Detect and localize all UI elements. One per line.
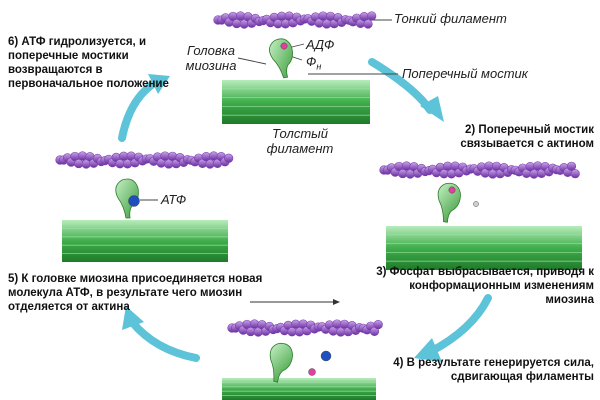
step-3-text: 3) Фосфат выбрасывается, приводя к конфо… [376,266,594,306]
myosin-head-label: Головка миозина [185,43,237,73]
step-5-text: 5) К головке миозина присоединяется нова… [8,273,263,313]
scene-2-thin-filament [379,161,580,179]
scene-3-thick-filament [62,220,228,262]
arrow-1-to-2-head [420,96,444,122]
scene-4-thick-filament [222,378,376,400]
arrow-3-to-4-head [414,338,442,362]
scene-1-thick-filament [222,80,370,124]
arrow-4-to-5-head [122,306,144,330]
scene-2-adp-dot [448,186,456,194]
atp-label: АТФ [161,192,187,207]
arrow-3-to-4 [426,294,492,356]
scene-4-myosin-head [269,342,294,383]
step-6-text: 6) АТФ гидролизуется, и поперечные мости… [8,36,169,90]
scene-4-thin-filament [227,319,383,337]
arrow-4-to-5 [128,318,200,362]
cross-bridge-label: Поперечный мостик [402,66,528,81]
phosphate-label: Фн [306,54,346,75]
scene-3-thin-filament [55,151,234,169]
step-4-text: 4) В результате генерируется сила, сдвиг… [393,357,594,383]
scene-4-adp-dot [308,368,316,376]
arrow-5-to-6 [118,78,160,142]
scene-1-thin-filament [213,11,377,29]
phosphate-label-main: Ф [306,54,317,69]
adp-label: АДФ [306,37,335,52]
scene-3-atp-dot [128,195,140,207]
scene-2-thick-filament [386,226,582,270]
cycle-arrows [118,58,492,362]
scene-1-adp-dot [280,42,288,50]
thick-filament-label: Толстый филамент [266,126,334,156]
step-2-text: 2) Поперечный мостик связывается с актин… [460,124,594,150]
scene-1-myosin-head [269,38,293,79]
phosphate-label-subscript: н [316,61,322,72]
scene-2-myosin-head [437,182,461,223]
thin-filament-label: Тонкий филамент [394,11,507,26]
scene-2-phosphate-dot [473,201,479,207]
scene-4-atp-dot [320,350,332,362]
scene-3-myosin-head [115,178,139,219]
pointer-arrow [250,299,340,305]
arrow-5-to-6-head [148,74,170,94]
